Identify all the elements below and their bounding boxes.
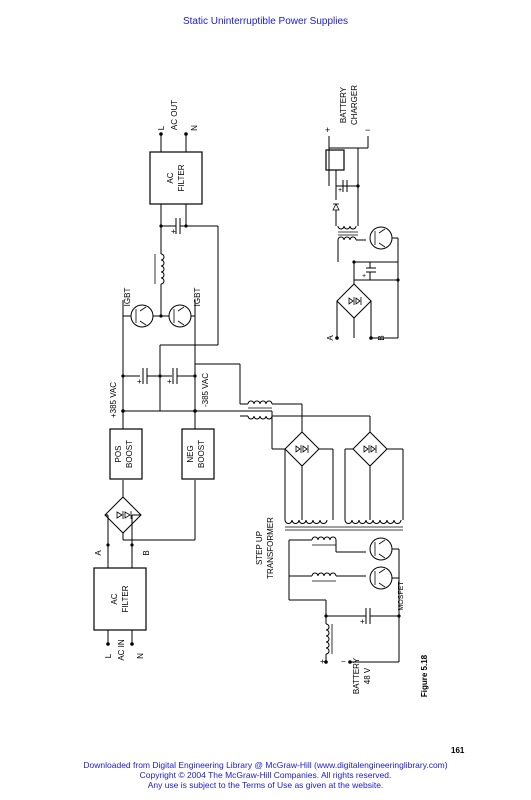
pos-boost-label-1: POS xyxy=(114,446,123,463)
igbt-upper xyxy=(130,304,154,328)
battery-label-2: 48 V xyxy=(363,667,372,684)
ac-out-l-label: L xyxy=(157,125,166,130)
charger-diode xyxy=(332,203,340,211)
pos-boost-box xyxy=(109,428,143,480)
output-ac-filter-box xyxy=(149,151,203,205)
batt-minus-label: − xyxy=(341,657,346,666)
charger-plus-label: + xyxy=(325,125,330,135)
page-number: 161 xyxy=(451,746,465,755)
step-up-bridge-2 xyxy=(352,431,388,467)
igbt-lower xyxy=(168,304,192,328)
batt-cap-plus: + xyxy=(360,617,365,626)
input-ac-filter-box xyxy=(93,567,147,631)
battery-label-1: BATTERY xyxy=(352,657,361,694)
neg-boost-label-2: BOOST xyxy=(197,440,206,468)
plus-385-vac-label: +385 VAC xyxy=(109,382,118,418)
neg-boost-box xyxy=(181,428,215,480)
ac-in-label: AC IN xyxy=(117,639,126,661)
output-ac-filter-label-1: AC xyxy=(166,172,175,183)
output-inductor xyxy=(160,253,165,285)
ac-out-label: AC OUT xyxy=(170,100,179,130)
figure-caption: Figure 5.18 xyxy=(420,654,429,697)
step-up-bridge-1 xyxy=(284,431,320,467)
charger-load-box xyxy=(325,149,345,171)
ac-in-l-label: L xyxy=(104,653,113,658)
step-up-label-1: STEP UP xyxy=(255,531,264,565)
footer-line-2: Copyright © 2004 The McGraw-Hill Compani… xyxy=(139,770,392,780)
ac-out-n-label: N xyxy=(190,125,199,131)
input-ac-filter-label-2: FILTER xyxy=(121,585,130,612)
igbt-label-lower: IGBT xyxy=(193,288,202,307)
ac-in-n-label: N xyxy=(136,653,145,659)
batt-plus-label: + xyxy=(320,657,325,666)
out-cap-plus: + xyxy=(171,227,176,236)
battery-charger-label-1: BATTERY xyxy=(339,86,348,123)
input-ac-filter-label-1: AC xyxy=(110,593,119,604)
center-tap-transformer xyxy=(247,400,273,405)
footer-line-3: Any use is subject to the Terms of Use a… xyxy=(147,780,384,790)
battery-inductor xyxy=(325,623,330,655)
mosfet-label: MOSFET xyxy=(398,581,405,611)
output-ac-filter-label-2: FILTER xyxy=(177,164,186,191)
charger-a-label: A xyxy=(326,335,335,341)
neg-boost-label-1: NEG xyxy=(186,445,195,462)
charger-transformer xyxy=(337,225,357,230)
charger-minus-label: − xyxy=(365,125,370,135)
charger-mosfet xyxy=(369,226,393,250)
running-header: Static Uninterruptible Power Supplies xyxy=(182,16,349,27)
mosfet-upper xyxy=(369,537,393,561)
mosfet-lower xyxy=(369,566,393,590)
bus-cap-plus-2: + xyxy=(167,377,172,386)
charger-b-label: B xyxy=(377,335,386,340)
battery-charger-label-2: CHARGER xyxy=(350,85,359,125)
step-up-label-2: TRANSFORMER xyxy=(266,517,275,579)
charger-cap2-plus: + xyxy=(362,273,366,280)
input-b-label: B xyxy=(142,550,151,555)
step-up-transformer-secondary xyxy=(284,519,328,524)
charger-cap-plus: + xyxy=(338,187,342,194)
igbt-label-upper: IGBT xyxy=(123,288,132,307)
footer-line-1: Downloaded from Digital Engineering Libr… xyxy=(83,760,448,770)
minus-385-vac-label: -385 VAC xyxy=(201,373,210,407)
bus-cap-plus-1: + xyxy=(137,377,142,386)
pos-boost-label-2: BOOST xyxy=(125,440,134,468)
input-a-label: A xyxy=(94,550,103,556)
